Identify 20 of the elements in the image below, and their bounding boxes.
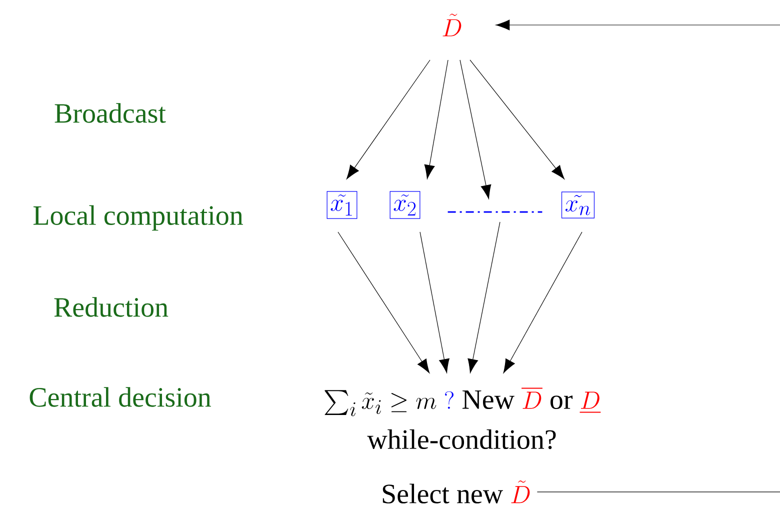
variable-box: $\tilde{x_n}$: [561, 192, 595, 218]
arrow: [468, 222, 500, 374]
stage-label: Local computation: [33, 205, 243, 231]
arrow: [496, 20, 780, 492]
stage-label: Central decision: [30, 387, 211, 407]
arrow: [424, 60, 448, 180]
arrow: [470, 60, 565, 180]
variable-box: $\tilde{x_1}$: [326, 191, 358, 219]
formula-text: $\sum_i \tilde{x}_i \geq m\ \textcolor{blue}{?}\ \text{New}\ \textcolor{red}{\overline{D}}\ \text{or}\ \textcolor{red}{\underline{D}}$ $\text{while-condition?}$: [324, 388, 601, 450]
arrow: [346, 60, 430, 180]
variable-box: $\tilde{x_2}$: [390, 191, 420, 219]
stage-label: Reduction: [54, 297, 168, 317]
arrow: [338, 232, 430, 374]
arrow: [420, 232, 450, 374]
stage-label: Broadcast: [54, 103, 166, 123]
arrow: [460, 60, 492, 200]
symbol-text: $\tilde{D}$: [442, 14, 462, 36]
formula-text: $\text{Select new}\ \textcolor{red}{\tilde{D}}$: [382, 480, 530, 504]
dash-dot-line: [448, 211, 542, 213]
arrow: [503, 232, 582, 374]
